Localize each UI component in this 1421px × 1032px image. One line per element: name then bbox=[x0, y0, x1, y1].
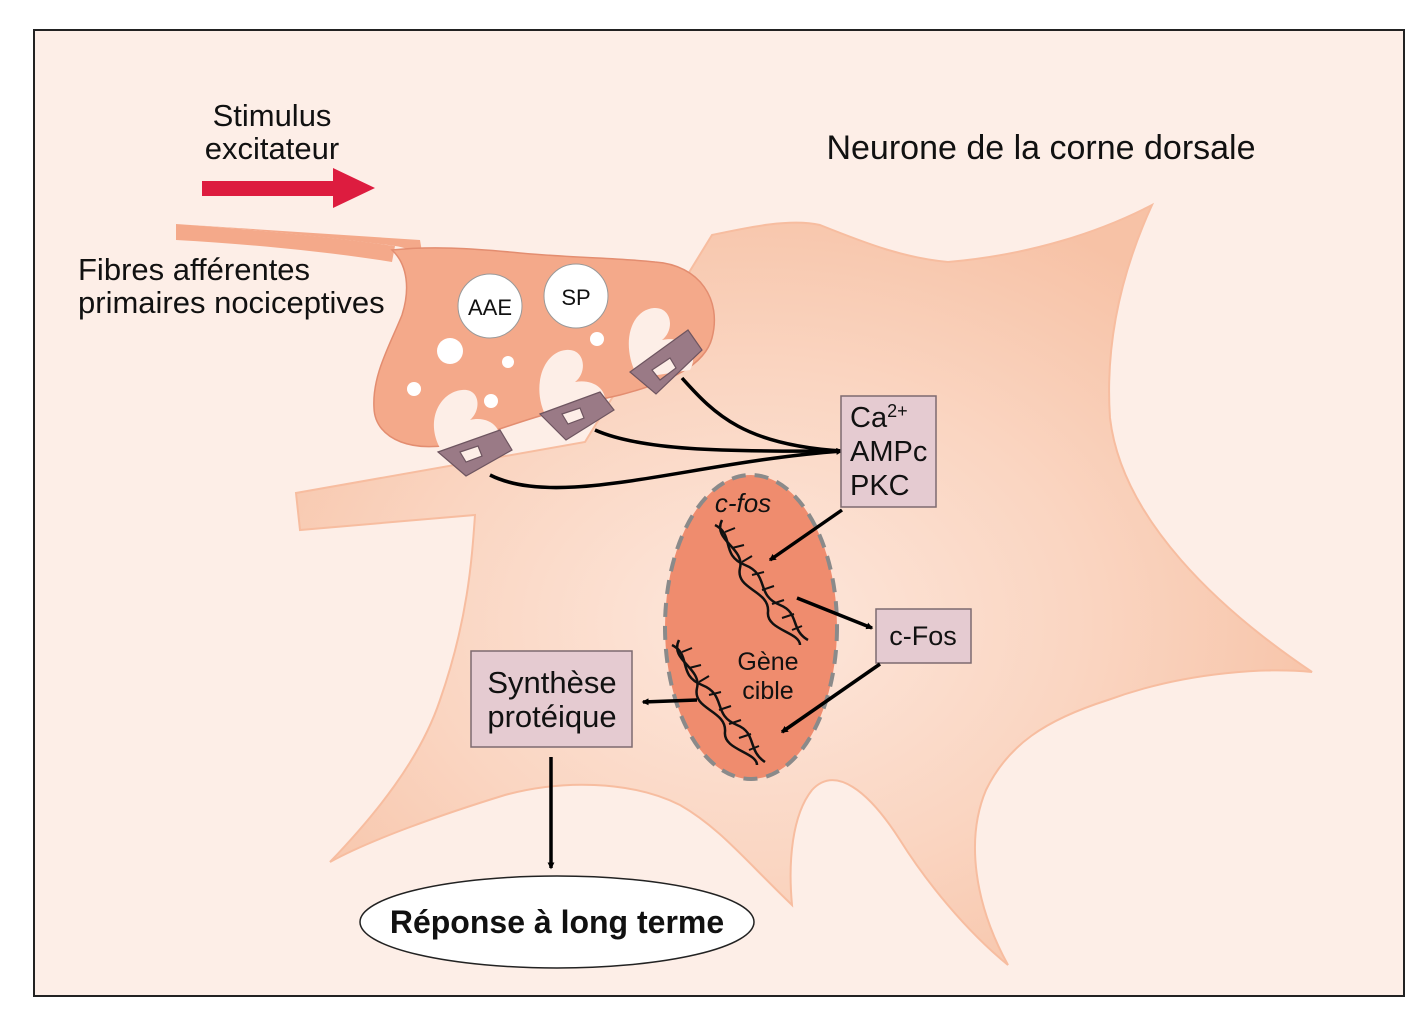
receptor-3 bbox=[629, 329, 703, 395]
receptor-1 bbox=[436, 429, 513, 477]
synthesis-label-1: Synthèse bbox=[487, 665, 616, 700]
vesicle bbox=[484, 394, 498, 408]
target-gene-label-1: Gène bbox=[737, 648, 798, 676]
dna-helix-cfos bbox=[714, 519, 809, 646]
synthesis-label-2: protéique bbox=[487, 699, 616, 734]
fibres-label-1: Fibres afférentes bbox=[78, 252, 310, 287]
synaptic-pocket-1 bbox=[433, 389, 500, 448]
cfos-gene-label: c-fos bbox=[715, 488, 771, 518]
arrow-cfos-to-protein bbox=[796, 596, 874, 630]
vesicle-aae bbox=[457, 273, 523, 339]
stimulus-label-1: Stimulus bbox=[213, 98, 332, 133]
signalling-curves bbox=[489, 376, 844, 490]
afferent-fibre-outline bbox=[176, 224, 395, 262]
long-term-response-ellipse bbox=[359, 875, 755, 969]
ampc-label: AMPc bbox=[850, 436, 927, 468]
vesicle bbox=[502, 356, 514, 368]
afferent-fibre-axon bbox=[176, 224, 429, 288]
cfos-protein-label: c-Fos bbox=[889, 621, 957, 651]
protein-synthesis-box bbox=[470, 650, 633, 748]
fibres-label-2: primaires nociceptives bbox=[78, 285, 385, 320]
vesicle bbox=[407, 382, 421, 396]
arrow-gene-to-synthesis bbox=[641, 698, 698, 706]
vesicle-sp bbox=[543, 263, 609, 329]
arrow-messengers-to-cfos bbox=[768, 508, 843, 562]
nucleus bbox=[663, 473, 839, 781]
vesicle bbox=[437, 338, 463, 364]
vesicle bbox=[590, 332, 604, 346]
dna-helix-target-gene bbox=[671, 639, 766, 766]
pkc-label: PKC bbox=[850, 470, 910, 502]
target-gene-label-2: cible bbox=[742, 677, 793, 705]
pathway-arrows bbox=[547, 508, 881, 870]
aae-label: AAE bbox=[468, 295, 512, 320]
arrow-protein-to-gene bbox=[780, 662, 881, 734]
ca-label: Ca2+ bbox=[850, 401, 908, 434]
neuron-title: Neurone de la corne dorsale bbox=[826, 129, 1255, 167]
receptor-2 bbox=[538, 391, 615, 441]
sp-label: SP bbox=[561, 285, 590, 310]
second-messengers-box bbox=[840, 395, 937, 508]
stimulus-label-2: excitateur bbox=[205, 131, 339, 166]
stimulus-arrow bbox=[202, 168, 375, 208]
cfos-protein-box bbox=[875, 608, 972, 664]
long-term-response-label: Réponse à long terme bbox=[390, 904, 724, 940]
